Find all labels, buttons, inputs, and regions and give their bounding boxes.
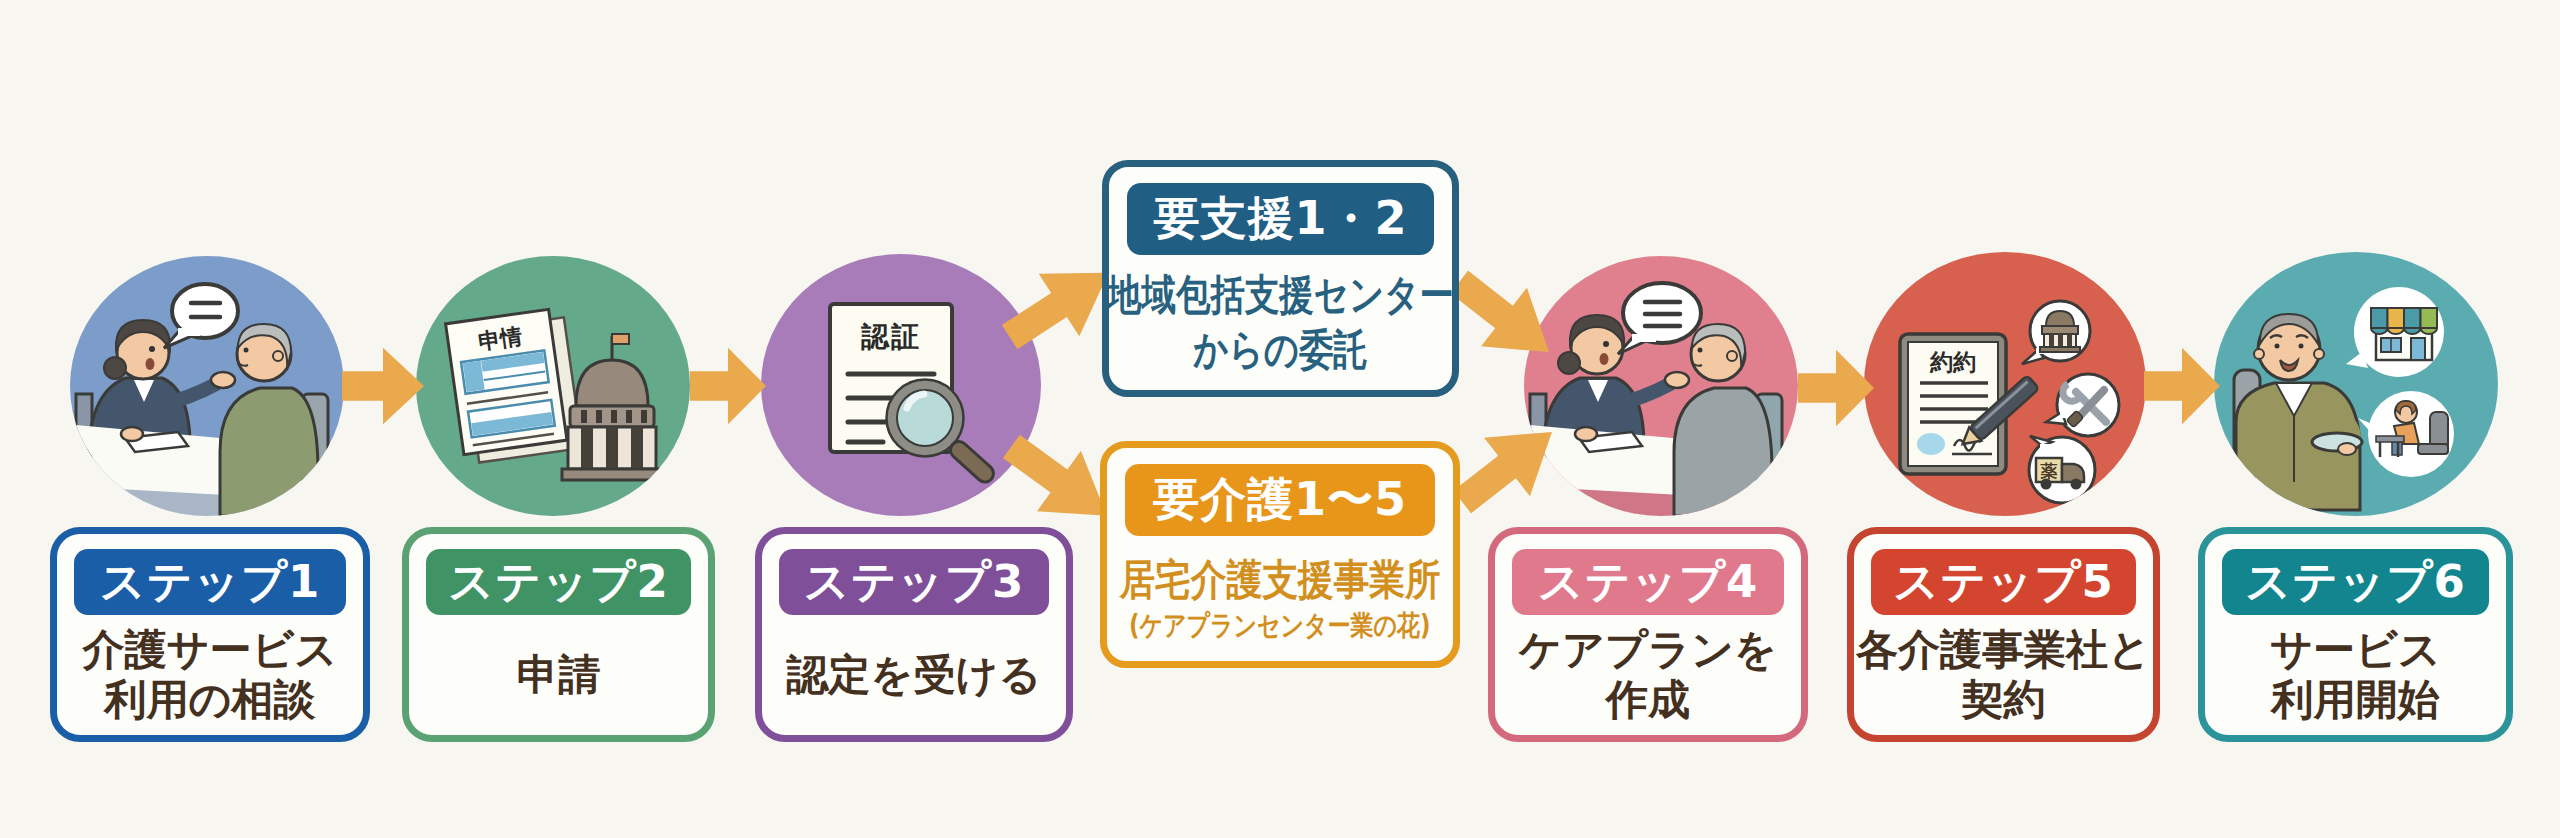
step6-label: サービス利用開始 xyxy=(2205,615,2506,735)
branch-care-box: 要介護1〜5 居宅介護支援事業所(ケアプランセンター業の花) xyxy=(1100,441,1460,668)
step2-label-box: ステップ2 申請 xyxy=(402,527,715,742)
step6-badge: ステップ6 xyxy=(2222,549,2489,615)
svg-text:薬: 薬 xyxy=(2040,461,2058,481)
step2-badge: ステップ2 xyxy=(426,549,691,615)
application-form-icon: 申情 xyxy=(446,307,583,464)
contract-icon: 約約 xyxy=(1900,334,2006,474)
step1-label: 介護サービス利用の相談 xyxy=(57,615,363,735)
branch-care-label: 居宅介護支援事業所(ケアプランセンター業の花) xyxy=(1107,536,1453,661)
elderly-man xyxy=(220,388,318,516)
step4-label-box: ステップ4 ケアプランを作成 xyxy=(1488,527,1808,742)
step4-badge: ステップ4 xyxy=(1512,549,1784,615)
step4-circle-illustration xyxy=(1524,256,1798,516)
branch-support-box: 要支援1・2 地域包括支援センターからの委託 xyxy=(1102,160,1459,397)
svg-text:認証: 認証 xyxy=(861,320,921,353)
step5-badge: ステップ5 xyxy=(1871,549,2136,615)
stamp-icon xyxy=(1917,433,1945,455)
step2-circle-illustration: 申情 xyxy=(416,256,690,516)
awning-icon xyxy=(2371,308,2437,334)
step1-badge: ステップ1 xyxy=(74,549,346,615)
step1-label-box: ステップ1 介護サービス利用の相談 xyxy=(50,527,370,742)
flow-arrow-2-3 xyxy=(690,342,766,430)
step5-label: 各介護事業社と契約 xyxy=(1854,615,2153,735)
step4-label: ケアプランを作成 xyxy=(1495,615,1801,735)
elderly-man xyxy=(1674,388,1772,516)
branch-care-badge: 要介護1〜5 xyxy=(1125,464,1435,536)
step6-label-box: ステップ6 サービス利用開始 xyxy=(2198,527,2513,742)
step5-circle-illustration: 約約 xyxy=(1864,252,2146,516)
step3-label: 認定を受ける xyxy=(762,615,1066,735)
svg-text:約約: 約約 xyxy=(1929,349,1976,375)
step6-circle-illustration xyxy=(2214,252,2498,516)
step1-circle-illustration xyxy=(70,256,344,516)
step3-badge: ステップ3 xyxy=(779,549,1049,615)
step2-label: 申請 xyxy=(409,615,708,735)
flow-arrow-4-5 xyxy=(1798,344,1874,432)
flow-arrow-5-6 xyxy=(2144,342,2220,430)
delivery-truck-icon: 薬 xyxy=(2029,436,2095,503)
flow-arrow-1-2 xyxy=(342,342,424,430)
branch-support-label: 地域包括支援センターからの委託 xyxy=(1109,255,1452,390)
branch-support-badge: 要支援1・2 xyxy=(1127,183,1434,255)
step5-label-box: ステップ5 各介護事業社と契約 xyxy=(1847,527,2160,742)
step3-label-box: ステップ3 認定を受ける xyxy=(755,527,1073,742)
